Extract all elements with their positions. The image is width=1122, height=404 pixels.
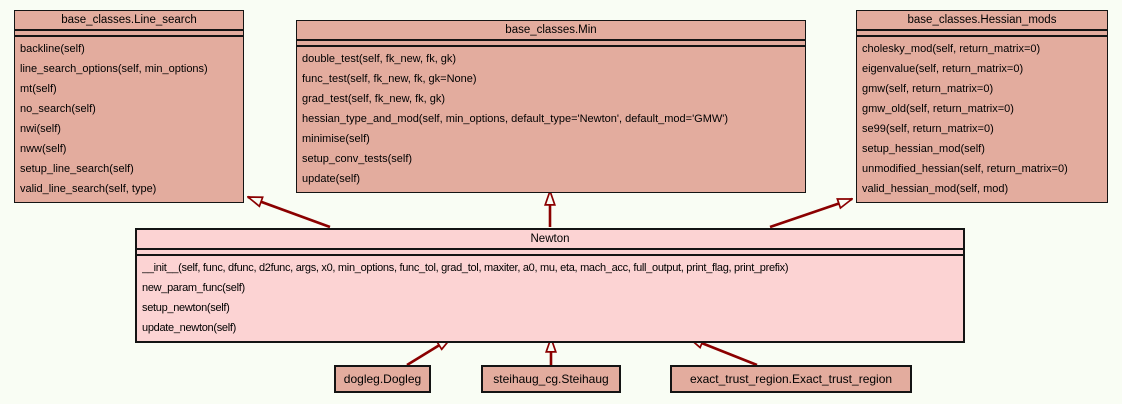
class-title: base_classes.Min xyxy=(297,21,805,41)
method-item: new_param_func(self) xyxy=(142,282,245,294)
method-item: update_newton(self) xyxy=(142,322,236,334)
method-item: minimise(self) xyxy=(302,133,370,145)
class-box-newton[interactable]: Newton __init__(self, func, dfunc, d2fun… xyxy=(135,228,965,343)
method-item: cholesky_mod(self, return_matrix=0) xyxy=(862,43,1041,55)
method-item: nwi(self) xyxy=(20,123,61,135)
method-item: valid_hessian_mod(self, mod) xyxy=(862,183,1009,195)
method-item: __init__(self, func, dfunc, d2func, args… xyxy=(142,262,789,274)
method-item: valid_line_search(self, type) xyxy=(20,183,157,195)
methods-compartment: double_test(self, fk_new, fk, gk) func_te… xyxy=(297,47,805,192)
attributes-compartment xyxy=(297,41,805,47)
method-item: update(self) xyxy=(302,173,361,185)
methods-compartment: cholesky_mod(self, return_matrix=0)eigen… xyxy=(857,37,1107,202)
method-item: gmw(self, return_matrix=0) xyxy=(862,83,994,95)
class-title: exact_trust_region.Exact_trust_region xyxy=(689,372,893,386)
method-item: double_test(self, fk_new, fk, gk) xyxy=(302,53,457,65)
class-box-hessian-mods[interactable]: base_classes.Hessian_mods cholesky_mod(s… xyxy=(856,10,1108,203)
method-item: setup_newton(self) xyxy=(142,302,230,314)
method-item: se99(self, return_matrix=0) xyxy=(862,123,994,135)
method-item: mt(self) xyxy=(20,83,57,95)
attributes-compartment xyxy=(857,31,1107,37)
method-item: line_search_options(self, min_options) xyxy=(20,63,208,75)
method-item: func_test(self, fk_new, fk, gk=None) xyxy=(302,73,477,85)
method-item: hessian_type_and_mod(self, min_options, … xyxy=(302,113,729,125)
method-item: eigenvalue(self, return_matrix=0) xyxy=(862,63,1024,75)
class-box-exact-trust-region[interactable]: exact_trust_region.Exact_trust_region xyxy=(670,365,912,393)
method-item: nww(self) xyxy=(20,143,67,155)
method-item: grad_test(self, fk_new, fk, gk) xyxy=(302,93,446,105)
class-box-min[interactable]: base_classes.Min double_test(self, fk_ne… xyxy=(296,20,806,193)
methods-compartment: __init__(self, func, dfunc, d2func, args… xyxy=(137,256,963,341)
class-title: Newton xyxy=(137,230,963,250)
class-title: dogleg.Dogleg xyxy=(343,372,422,386)
class-box-steihaug[interactable]: steihaug_cg.Steihaug xyxy=(481,365,621,393)
edge-newton-to-line-search xyxy=(248,195,331,229)
class-title: steihaug_cg.Steihaug xyxy=(493,372,609,386)
edge-newton-to-hessian-mods xyxy=(769,197,852,229)
class-title: base_classes.Line_search xyxy=(15,11,243,31)
method-item: no_search(self) xyxy=(20,103,96,115)
method-item: setup_hessian_mod(self) xyxy=(862,143,985,155)
methods-compartment: backline(self) line_search_options(self, … xyxy=(15,37,243,202)
attributes-compartment xyxy=(15,31,243,37)
method-item: gmw_old(self, return_matrix=0) xyxy=(862,103,1014,115)
method-item: setup_line_search(self) xyxy=(20,163,134,175)
method-item: setup_conv_tests(self) xyxy=(302,153,413,165)
method-item: unmodified_hessian(self, return_matrix=0… xyxy=(862,163,1068,175)
attributes-compartment xyxy=(137,250,963,256)
class-title: base_classes.Hessian_mods xyxy=(857,11,1107,31)
method-item: backline(self) xyxy=(20,43,85,55)
class-box-line-search[interactable]: base_classes.Line_search backline(self) l… xyxy=(14,10,244,203)
class-box-dogleg[interactable]: dogleg.Dogleg xyxy=(334,365,431,393)
